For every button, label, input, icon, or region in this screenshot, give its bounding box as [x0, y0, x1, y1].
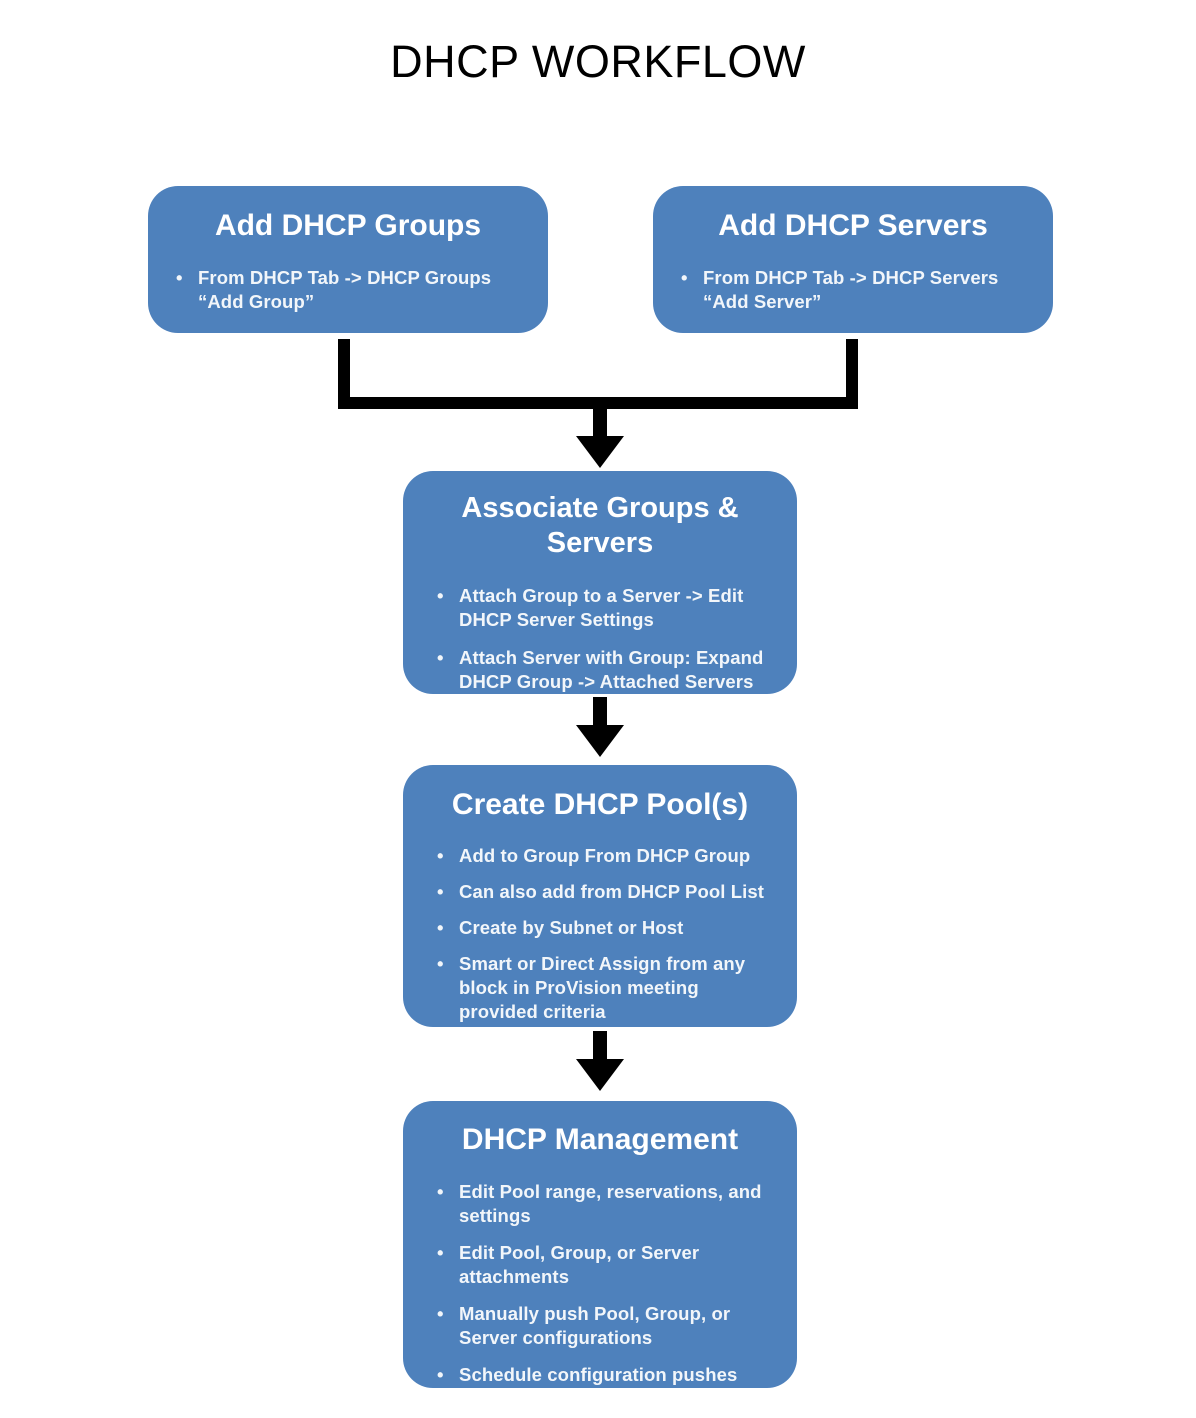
node-title: Create DHCP Pool(s) — [451, 788, 749, 821]
bullet-dot-icon: • — [437, 916, 444, 938]
connector-left-stub — [338, 339, 350, 409]
list-item: • Smart or Direct Assign from any block … — [433, 952, 775, 1024]
node-add-dhcp-servers[interactable]: Add DHCP Servers • From DHCP Tab -> DHCP… — [653, 186, 1053, 333]
list-item: • From DHCP Tab -> DHCP Groups “Add Grou… — [172, 266, 524, 314]
list-item-text: From DHCP Tab -> DHCP Groups “Add Group” — [198, 266, 492, 312]
list-item: • Add to Group From DHCP Group — [433, 844, 775, 868]
node-bullet-list: • Edit Pool range, reservations, and set… — [403, 1180, 797, 1387]
list-item: • Attach Server with Group: Expand DHCP … — [433, 646, 771, 694]
bullet-dot-icon: • — [437, 1241, 444, 1263]
list-item-text: Add to Group From DHCP Group — [459, 844, 751, 866]
bullet-dot-icon: • — [437, 1180, 444, 1202]
node-associate-groups-servers[interactable]: Associate Groups & Servers • Attach Grou… — [403, 471, 797, 694]
node-title: Add DHCP Servers — [718, 209, 988, 242]
list-item-text: Create by Subnet or Host — [459, 916, 684, 938]
list-item-text: Edit Pool range, reservations, and setti… — [459, 1180, 762, 1226]
bullet-dot-icon: • — [437, 952, 444, 974]
list-item-text: Attach Server with Group: Expand DHCP Gr… — [459, 646, 764, 692]
list-item: • Can also add from DHCP Pool List — [433, 880, 775, 904]
list-item-text: Schedule configuration pushes — [459, 1363, 738, 1385]
bullet-dot-icon: • — [437, 1363, 444, 1385]
node-title: Associate Groups & Servers — [461, 492, 739, 560]
bullet-dot-icon: • — [437, 1302, 444, 1324]
bullet-dot-icon: • — [437, 880, 444, 902]
list-item-text: From DHCP Tab -> DHCP Servers “Add Serve… — [703, 266, 999, 312]
bullet-dot-icon: • — [437, 584, 444, 606]
node-title: Add DHCP Groups — [214, 209, 482, 242]
node-bullet-list: • From DHCP Tab -> DHCP Servers “Add Ser… — [653, 266, 1053, 314]
bullet-dot-icon: • — [437, 646, 444, 668]
page-title: DHCP WORKFLOW — [390, 36, 806, 87]
list-item-text: Edit Pool, Group, or Server attachments — [459, 1241, 700, 1287]
node-add-dhcp-groups[interactable]: Add DHCP Groups • From DHCP Tab -> DHCP … — [148, 186, 548, 333]
arrow-down-icon — [576, 725, 624, 757]
node-bullet-list: • From DHCP Tab -> DHCP Groups “Add Grou… — [148, 266, 548, 314]
arrow-down-icon — [576, 1059, 624, 1091]
node-bullet-list: • Attach Group to a Server -> Edit DHCP … — [403, 584, 797, 694]
connector-stem-create-to-management — [593, 1031, 607, 1061]
connector-merge-stem — [593, 405, 607, 438]
node-title: DHCP Management — [461, 1123, 739, 1156]
list-item-text: Smart or Direct Assign from any block in… — [459, 952, 746, 1022]
list-item: • Attach Group to a Server -> Edit DHCP … — [433, 584, 771, 632]
connector-stem-associate-to-create — [593, 697, 607, 727]
list-item: • Edit Pool range, reservations, and set… — [433, 1180, 775, 1228]
node-create-dhcp-pools[interactable]: Create DHCP Pool(s) • Add to Group From … — [403, 765, 797, 1027]
bullet-dot-icon: • — [176, 266, 183, 288]
bullet-dot-icon: • — [437, 844, 444, 866]
list-item: • Schedule configuration pushes — [433, 1363, 775, 1387]
bullet-dot-icon: • — [681, 266, 688, 288]
connector-right-stub — [846, 339, 858, 409]
list-item: • From DHCP Tab -> DHCP Servers “Add Ser… — [677, 266, 1029, 314]
list-item: • Manually push Pool, Group, or Server c… — [433, 1302, 775, 1350]
node-bullet-list: • Add to Group From DHCP Group • Can als… — [403, 844, 797, 1024]
list-item: • Create by Subnet or Host — [433, 916, 775, 940]
arrow-down-icon — [576, 436, 624, 468]
connector-horizontal-bar — [338, 397, 858, 409]
list-item-text: Attach Group to a Server -> Edit DHCP Se… — [459, 584, 744, 630]
list-item-text: Can also add from DHCP Pool List — [459, 880, 765, 902]
list-item-text: Manually push Pool, Group, or Server con… — [459, 1302, 731, 1348]
node-dhcp-management[interactable]: DHCP Management • Edit Pool range, reser… — [403, 1101, 797, 1388]
list-item: • Edit Pool, Group, or Server attachment… — [433, 1241, 775, 1289]
